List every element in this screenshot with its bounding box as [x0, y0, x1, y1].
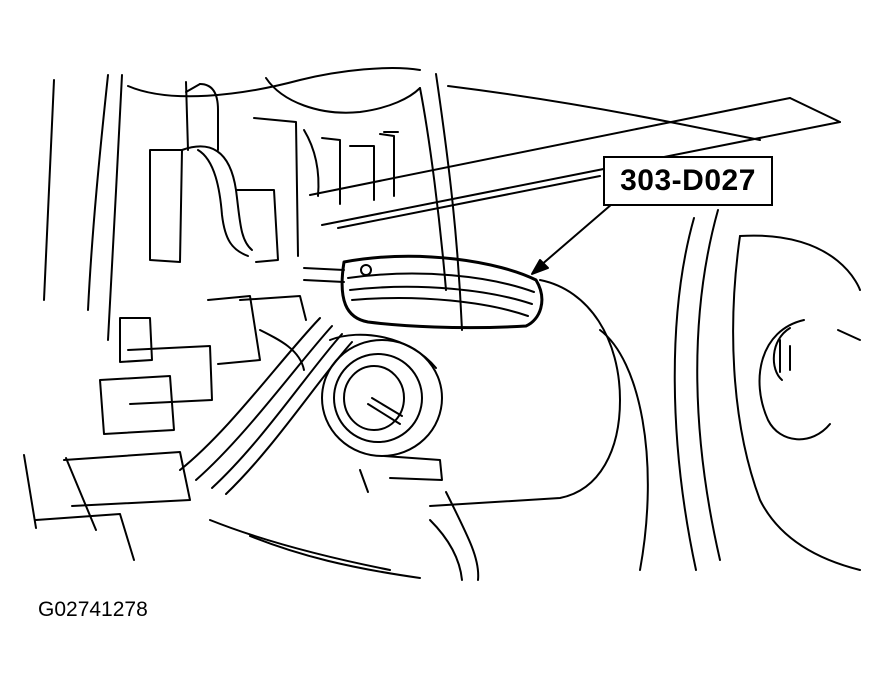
- lower-bracket: [35, 295, 353, 561]
- dash-outline-left: [23, 74, 123, 531]
- instrument-panel-curves: [599, 209, 861, 571]
- tool-callout-label: 303-D027: [603, 156, 773, 206]
- tool-lever: [309, 97, 841, 229]
- ignition-cylinder: [321, 333, 443, 493]
- lock-housing: [149, 81, 399, 263]
- figure-id: G02741278: [38, 598, 148, 621]
- callout-leader-arrow: [531, 203, 613, 275]
- column-cover-right: [209, 279, 621, 581]
- special-tool-303-D027: [303, 254, 544, 330]
- upper-cover: [127, 67, 761, 331]
